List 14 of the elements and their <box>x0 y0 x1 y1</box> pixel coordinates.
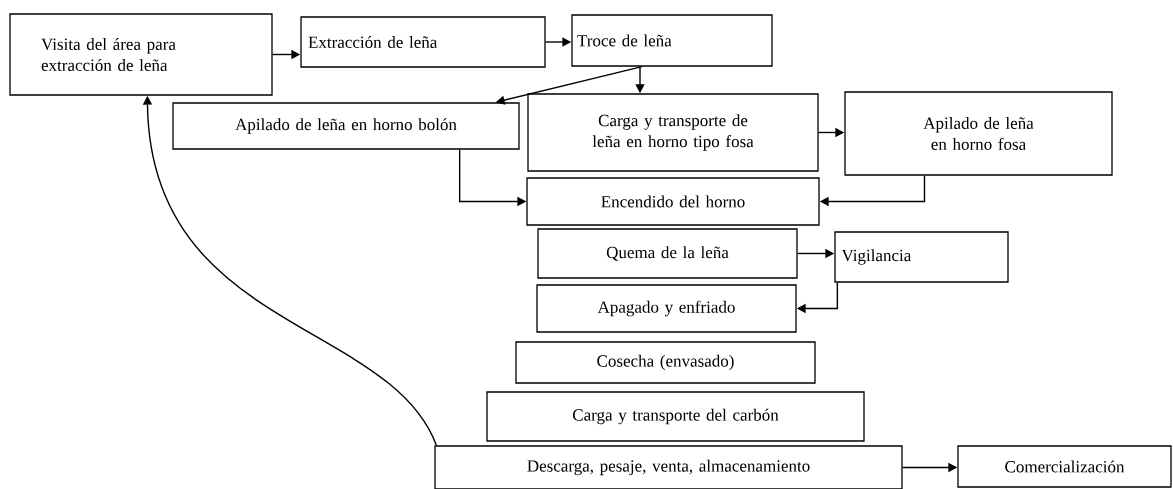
process-box: Carga y transporte del carbón <box>486 391 865 442</box>
process-box: Carga y transporte de leña en horno tipo fosa <box>527 93 819 172</box>
process-box: Apagado y enfriado <box>536 284 797 333</box>
process-box: Encendido del horno <box>526 177 820 226</box>
process-box: Troce de leña <box>571 14 773 67</box>
process-box: Extracción de leña <box>300 16 546 68</box>
process-box: Vigilancia <box>834 231 1009 283</box>
process-box: Apilado de leña en horno bolón <box>172 102 520 150</box>
process-box: Cosecha (envasado) <box>515 341 816 384</box>
process-box: Apilado de leña en horno fosa <box>844 91 1113 176</box>
process-box: Comercialización <box>957 445 1172 488</box>
process-box: Visita del área para extracción de leña <box>9 13 273 96</box>
process-box: Descarga, pesaje, venta, almacenamiento <box>434 445 903 489</box>
process-box: Quema de la leña <box>537 228 798 279</box>
